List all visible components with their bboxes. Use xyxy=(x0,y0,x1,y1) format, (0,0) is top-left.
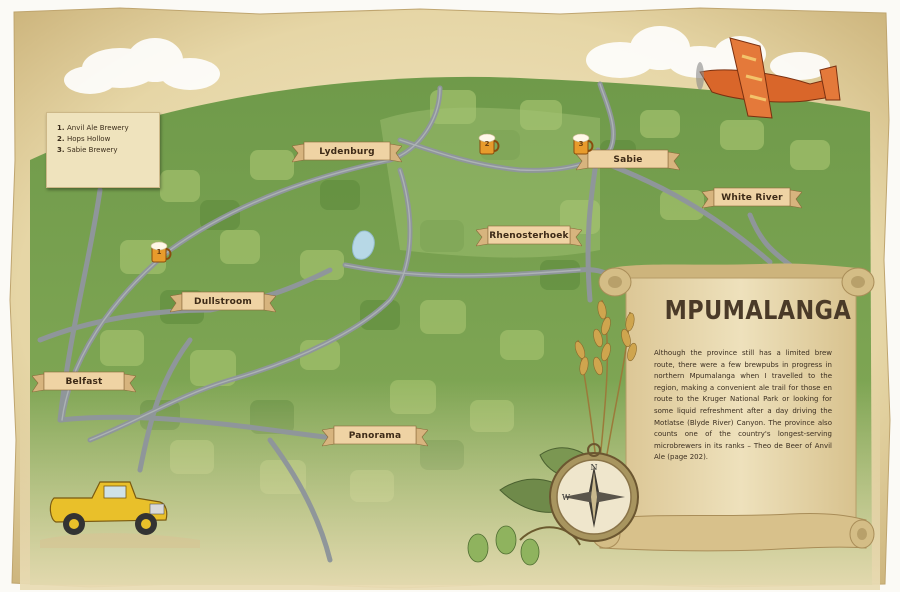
town-label-white-river[interactable]: White River xyxy=(702,186,802,210)
brewery-marker-1[interactable]: 1 xyxy=(150,240,172,264)
svg-text:N: N xyxy=(591,463,598,472)
town-label-panorama[interactable]: Panorama xyxy=(322,424,428,448)
wheat-illustration xyxy=(574,299,637,461)
town-label-dullstroom[interactable]: Dullstroom xyxy=(170,290,276,314)
brewery-marker-2[interactable]: 2 xyxy=(478,132,500,156)
beer-mug-icon xyxy=(478,133,500,155)
compass-illustration: N W xyxy=(549,443,639,542)
brewery-legend: 1.Anvil Ale Brewery 2.Hops Hollow 3.Sabi… xyxy=(46,112,160,188)
svg-text:W: W xyxy=(562,493,571,502)
brewery-marker-3[interactable]: 3 xyxy=(572,132,594,156)
truck-illustration xyxy=(40,481,200,548)
region-title: MPUMALANGA xyxy=(664,296,852,326)
region-description: Although the province still has a limite… xyxy=(654,349,832,462)
lake xyxy=(352,230,375,260)
legend-item: 1.Anvil Ale Brewery xyxy=(57,124,129,132)
plane-illustration xyxy=(696,37,841,119)
beer-mug-icon xyxy=(150,241,172,263)
town-label-belfast[interactable]: Belfast xyxy=(32,370,136,394)
beer-mug-icon xyxy=(572,133,594,155)
legend-item: 2.Hops Hollow xyxy=(57,135,111,143)
town-label-lydenburg[interactable]: Lydenburg xyxy=(292,140,402,164)
town-label-rhenosterhoek[interactable]: Rhenosterhoek xyxy=(476,224,582,248)
scroll-panel xyxy=(591,263,875,552)
legend-item: 3.Sabie Brewery xyxy=(57,146,118,154)
